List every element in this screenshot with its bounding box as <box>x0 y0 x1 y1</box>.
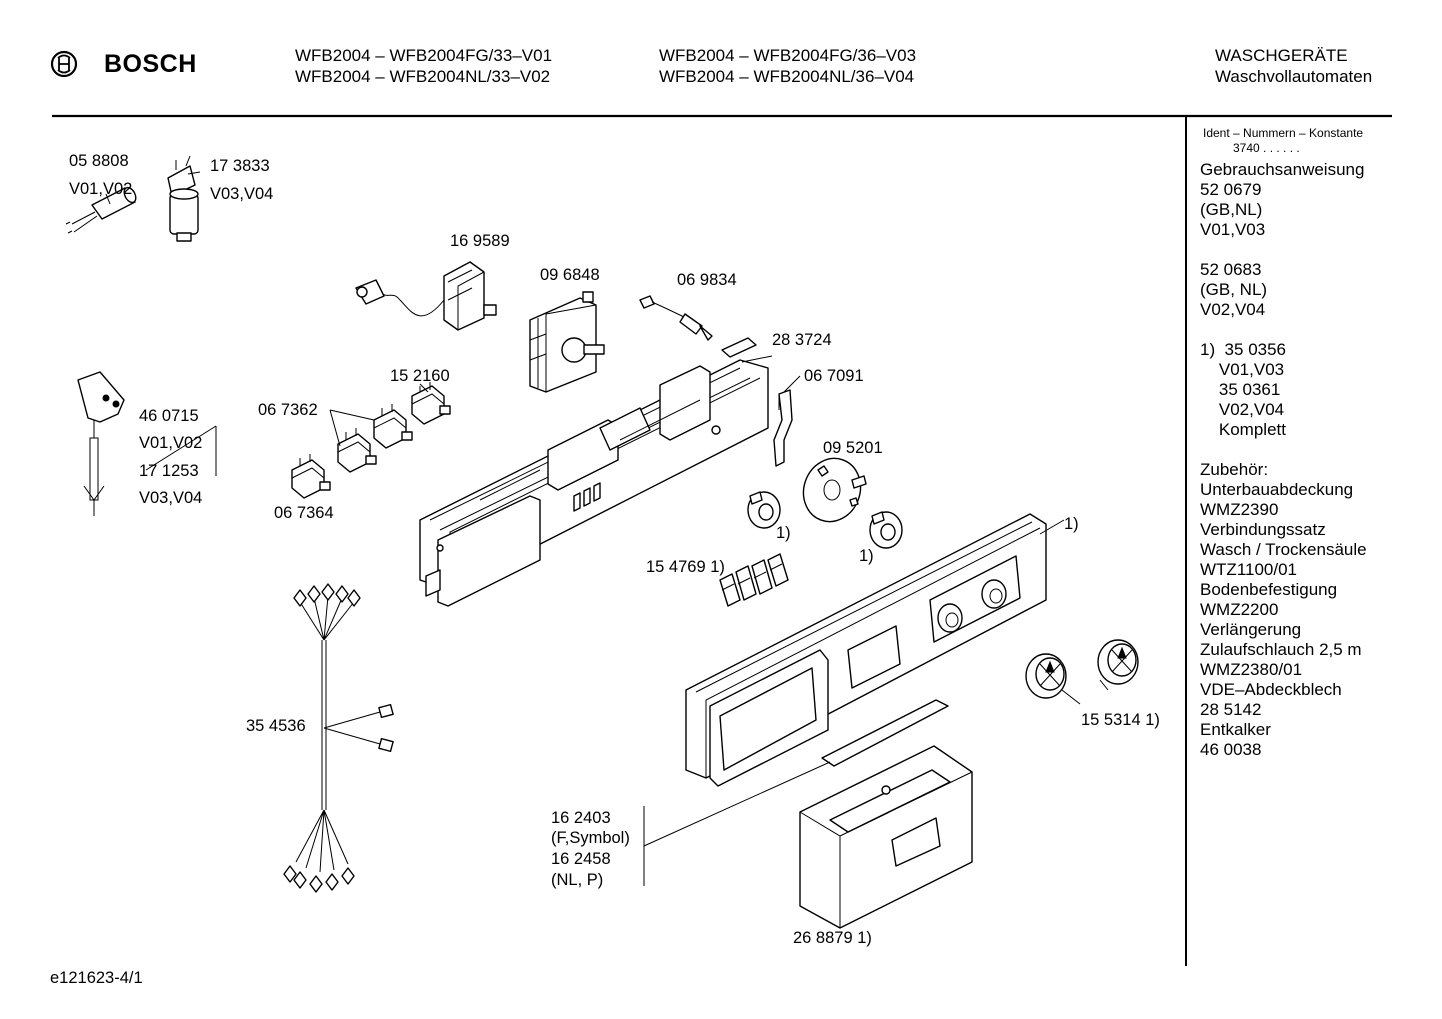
label-173833-variant: V03,V04 <box>210 185 274 203</box>
label-069834: 06 9834 <box>677 271 737 289</box>
part-069834-indicator-lamp <box>639 295 713 341</box>
part-096848-programme-switch <box>529 291 605 393</box>
sidebar-notes: Gebrauchsanweisung 52 0679 (GB,NL) V01,V… <box>1200 160 1367 760</box>
bosch-logo-icon <box>50 50 78 83</box>
label-058808-variant: V01,V02 <box>69 180 133 198</box>
label-095201: 09 5201 <box>823 439 883 457</box>
label-panel-note: 1) <box>1064 515 1079 533</box>
label-173833: 17 3833 <box>210 157 270 175</box>
label-067364: 06 7364 <box>274 504 334 522</box>
part-162403-symbol-strip <box>821 699 949 767</box>
part-067091-clip <box>773 389 793 467</box>
leader-lines <box>105 171 1109 886</box>
part-067364-switch <box>291 454 331 499</box>
label-162403: 16 2403 <box>551 809 611 827</box>
ident-label: Ident – Nummern – Konstante <box>1203 126 1364 140</box>
sidebar-line: Unterbauabdeckung <box>1200 480 1354 499</box>
sidebar-line: 28 5142 <box>1200 700 1262 719</box>
sidebar-line: 1) 35 0356 <box>1200 340 1287 359</box>
brand-name: BOSCH <box>104 50 197 78</box>
label-171253-variant: V03,V04 <box>139 489 203 507</box>
part-283724-control-frame <box>419 337 769 607</box>
part-169589-thermostat <box>355 261 497 331</box>
label-354536: 35 4536 <box>246 717 306 735</box>
sidebar-line: Verlängerung <box>1200 620 1302 639</box>
category-title: WASCHGERÄTE <box>1215 46 1348 65</box>
ident-value: 3740 . . . . . . <box>1233 141 1300 155</box>
part-354536-wiring-harness <box>283 583 394 893</box>
part-173833-filter <box>167 155 199 242</box>
label-155314: 15 5314 1) <box>1081 711 1160 729</box>
label-058808: 05 8808 <box>69 152 129 170</box>
label-162458-variant: (NL, P) <box>551 871 604 889</box>
model-line-3: WFB2004 – WFB2004FG/36–V03 <box>659 46 917 65</box>
sidebar-line <box>1200 320 1367 340</box>
label-154769: 15 4769 1) <box>646 558 725 576</box>
label-knob-a-note: 1) <box>776 524 791 542</box>
sidebar-line: Verbindungssatz <box>1200 520 1326 539</box>
sidebar-line: V01,V03 <box>1200 220 1266 239</box>
label-283724: 28 3724 <box>772 331 832 349</box>
sidebar-line: 52 0683 <box>1200 260 1262 279</box>
part-knob-insert-a <box>747 491 781 529</box>
sidebar-line: (GB,NL) <box>1200 200 1263 219</box>
label-067091: 06 7091 <box>804 367 864 385</box>
part-155314-knob-a <box>1025 653 1067 699</box>
part-460715-mains-cable <box>77 371 125 516</box>
part-152160-switch <box>411 382 451 425</box>
label-169589: 16 9589 <box>450 232 510 250</box>
sidebar-line: WMZ2380/01 <box>1200 660 1303 679</box>
label-268879: 26 8879 1) <box>793 929 872 947</box>
sidebar-line: (GB, NL) <box>1200 280 1268 299</box>
model-line-1: WFB2004 – WFB2004FG/33–V01 <box>295 46 553 65</box>
model-line-2: WFB2004 – WFB2004NL/33–V02 <box>295 67 551 86</box>
sidebar-line: 46 0038 <box>1200 740 1262 759</box>
sidebar-line <box>1200 240 1367 260</box>
sidebar-line: 35 0361 <box>1200 380 1281 399</box>
label-067362: 06 7362 <box>258 401 318 419</box>
category-subtitle: Waschvollautomaten <box>1215 67 1373 86</box>
sidebar-line <box>1200 440 1367 460</box>
label-knob-b-note: 1) <box>859 547 874 565</box>
sidebar-line: WMZ2200 <box>1200 600 1279 619</box>
part-058808-capacitor <box>65 186 137 234</box>
label-152160: 15 2160 <box>390 367 450 385</box>
sidebar-line: 52 0679 <box>1200 180 1262 199</box>
sidebar-line: Komplett <box>1200 420 1286 439</box>
model-line-4: WFB2004 – WFB2004NL/36–V04 <box>659 67 915 86</box>
label-460715-variant: V01,V02 <box>139 434 203 452</box>
label-460715: 46 0715 <box>139 407 199 425</box>
label-096848: 09 6848 <box>540 266 600 284</box>
part-268879-detergent-drawer <box>799 745 973 929</box>
sidebar-line: Wasch / Trockensäule <box>1200 540 1367 559</box>
part-067362-switch-a <box>373 404 413 449</box>
document-id: e121623-4/1 <box>50 969 143 987</box>
sidebar-line: Gebrauchsanweisung <box>1200 160 1365 179</box>
sidebar-line: V02,V04 <box>1200 300 1266 319</box>
sidebar-line: WTZ1100/01 <box>1200 560 1298 579</box>
part-154769-push-buttons <box>719 553 789 607</box>
part-front-fascia <box>685 513 1047 787</box>
part-knob-insert-b <box>869 511 903 549</box>
sidebar-line: Entkalker <box>1200 720 1271 739</box>
part-155314-knob-b <box>1097 639 1139 685</box>
sidebar-line: WMZ2390 <box>1200 500 1279 519</box>
sidebar-line: Bodenbefestigung <box>1200 580 1338 599</box>
label-171253: 17 1253 <box>139 462 199 480</box>
sidebar-line: V02,V04 <box>1200 400 1285 419</box>
label-162403-variant: (F,Symbol) <box>551 829 630 847</box>
sidebar-line: Zulaufschlauch 2,5 m <box>1200 640 1362 659</box>
sidebar-line: VDE–Abdeckblech <box>1200 680 1342 699</box>
part-067362-switch-b <box>337 428 377 473</box>
sidebar-line: Zubehör: <box>1200 460 1269 479</box>
label-162458: 16 2458 <box>551 850 611 868</box>
part-095201-knob-carrier <box>802 457 867 523</box>
sidebar-line: V01,V03 <box>1200 360 1285 379</box>
